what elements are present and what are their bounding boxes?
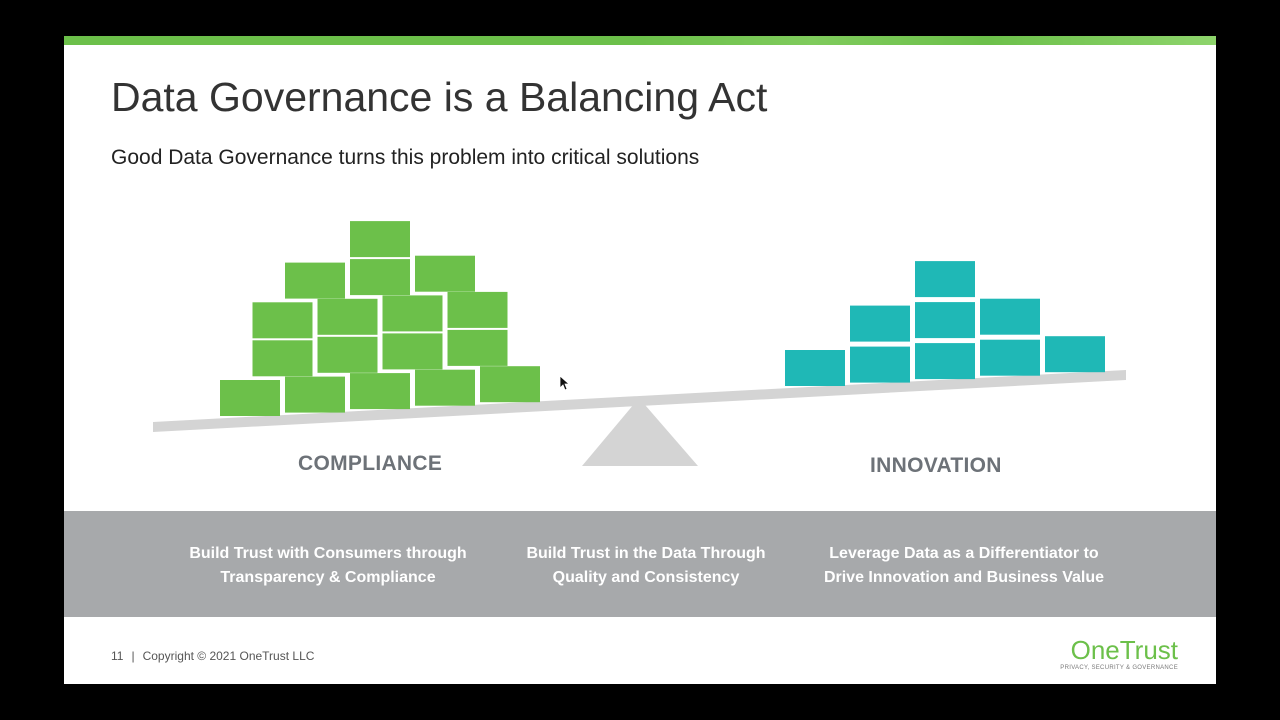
scale-beam (153, 370, 1126, 432)
slide-subtitle: Good Data Governance turns this problem … (111, 146, 700, 169)
innovation-block-r0-b0 (785, 350, 845, 386)
innovation-block-r1-b1 (915, 302, 975, 339)
compliance-block-r0-b3 (415, 369, 475, 406)
page-number: 11 (111, 649, 124, 663)
innovation-block-r0-b1 (850, 346, 910, 383)
innovation-block-r2-b0 (915, 261, 975, 298)
footer-separator: | (131, 649, 135, 663)
compliance-block-r1-b3 (447, 329, 508, 366)
innovation-block-r1-b0 (850, 305, 910, 342)
slide-title: Data Governance is a Balancing Act (111, 74, 768, 120)
compliance-blocks (220, 221, 540, 416)
balance-scale-illustration (153, 221, 1126, 466)
compliance-block-r2-b3 (447, 291, 508, 328)
compliance-block-r1-b0 (252, 340, 313, 377)
compliance-block-r4-b0 (350, 221, 410, 258)
innovation-block-r0-b4 (1045, 336, 1105, 373)
compliance-block-r0-b4 (480, 366, 540, 403)
mouse-pointer-icon (560, 376, 571, 391)
compliance-block-r3-b1 (350, 259, 410, 296)
logo-tagline: PRIVACY, SECURITY & GOVERNANCE (1060, 665, 1178, 671)
innovation-block-r1-b2 (980, 298, 1040, 335)
compliance-block-r2-b1 (317, 298, 378, 335)
innovation-block-r0-b2 (915, 343, 975, 380)
top-accent-bar (64, 36, 1216, 45)
compliance-block-r0-b1 (285, 376, 345, 413)
scale-fulcrum (582, 398, 698, 466)
compliance-block-r3-b2 (415, 255, 475, 292)
compliance-label: COMPLIANCE (298, 452, 443, 475)
compliance-block-r3-b0 (285, 262, 345, 299)
compliance-block-r0-b2 (350, 373, 410, 410)
innovation-label: INNOVATION (870, 454, 1002, 477)
compliance-block-r1-b2 (382, 333, 443, 370)
logo-wordmark: OneTrust (1070, 635, 1178, 665)
compliance-block-r0-b0 (220, 380, 280, 416)
compliance-block-r2-b2 (382, 295, 443, 332)
compliance-block-r2-b0 (252, 302, 313, 339)
compliance-block-r1-b1 (317, 336, 378, 373)
innovation-blocks (785, 261, 1105, 386)
innovation-block-r0-b3 (980, 339, 1040, 376)
copyright-text: Copyright © 2021 OneTrust LLC (142, 649, 315, 663)
slide: Data Governance is a Balancing Act Good … (64, 36, 1216, 684)
slide-footer: 11 | Copyright © 2021 OneTrust LLC (111, 649, 314, 663)
onetrust-logo: OneTrust PRIVACY, SECURITY & GOVERNANCE (1058, 637, 1178, 671)
